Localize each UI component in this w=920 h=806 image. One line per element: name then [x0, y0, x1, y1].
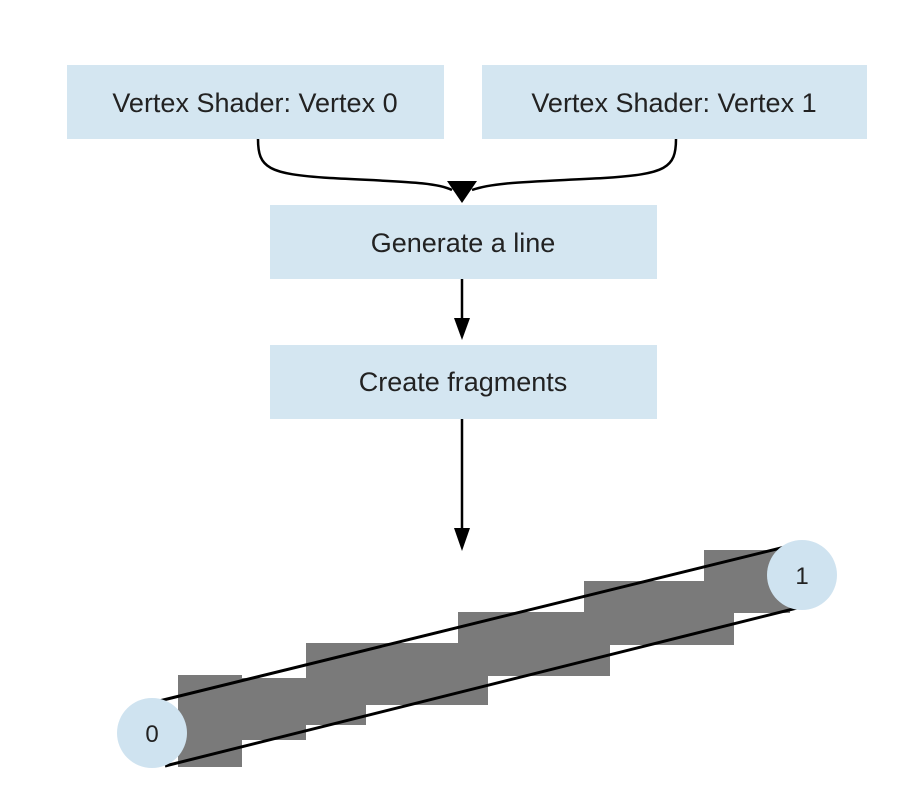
line-bottom-edge — [164, 601, 818, 768]
generate-line-box-bg — [270, 205, 657, 279]
vertex-0-marker: 0 — [117, 698, 187, 768]
vertex-1-label: 1 — [795, 563, 808, 590]
create-fragments-box: Create fragments — [270, 345, 657, 419]
generate-line-label: Generate a line — [371, 228, 556, 258]
merge-arrowhead — [447, 181, 477, 203]
generate-to-fragments-arrowhead — [454, 318, 470, 340]
vertex-0-label: 0 — [145, 721, 158, 748]
fragment — [242, 678, 306, 740]
create-fragments-label: Create fragments — [359, 367, 568, 397]
line-top-edge — [150, 542, 798, 705]
vertex-shader-1-box-bg — [482, 65, 867, 139]
vertex-1-circle — [767, 540, 837, 610]
fragment-staircase — [178, 550, 790, 767]
fragment — [306, 643, 366, 725]
generate-line-box: Generate a line — [270, 205, 657, 279]
vertex-0-circle — [117, 698, 187, 768]
vertex-0-to-generate-arrow — [256, 138, 453, 192]
vertex-shader-1-box: Vertex Shader: Vertex 1 — [482, 65, 867, 139]
vertex-1-marker: 1 — [767, 540, 837, 610]
vertex-shader-0-label: Vertex Shader: Vertex 0 — [112, 88, 397, 118]
fragments-to-line-arrowhead — [454, 528, 470, 551]
vertex-shader-1-label: Vertex Shader: Vertex 1 — [531, 88, 816, 118]
vertex-shader-0-box: Vertex Shader: Vertex 0 — [67, 65, 444, 139]
create-fragments-box-bg — [270, 345, 657, 419]
fragment — [178, 675, 242, 767]
vertex-shader-0-box-bg — [67, 65, 444, 139]
vertex-1-to-generate-arrow — [471, 138, 678, 192]
